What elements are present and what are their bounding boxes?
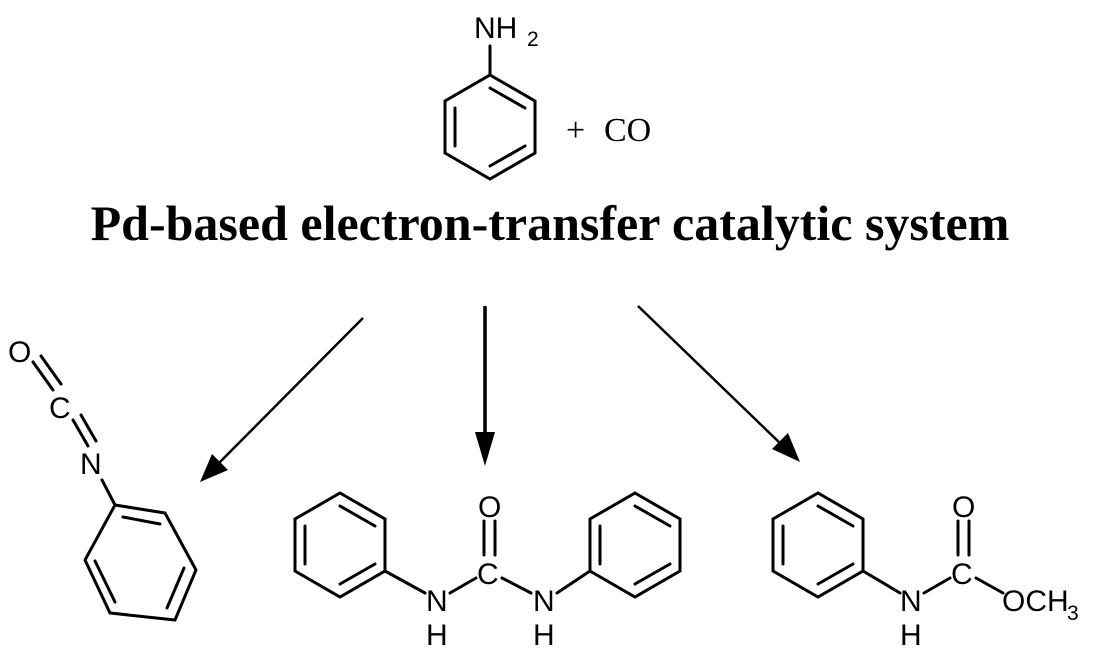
isocyanate-phenyl-ring — [83, 503, 198, 622]
urea-left-phenyl-ring — [293, 491, 387, 599]
urea-hydrogen-right-label: H — [533, 619, 555, 652]
catalytic-system-title: Pd-based electron-transfer catalytic sys… — [90, 195, 1010, 251]
urea-hydrogen-left-label: H — [426, 619, 448, 652]
carbamate-methoxy-subscript: 3 — [1067, 602, 1079, 625]
urea-carbon-label: C — [477, 558, 499, 591]
isocyanate-oxygen-label: O — [8, 336, 31, 369]
phenyl-isocyanate-structure: O C N — [8, 336, 198, 622]
isocyanate-carbon-label: C — [49, 392, 71, 425]
aniline-ring — [443, 73, 537, 181]
isocyanate-nitrogen-label: N — [80, 448, 102, 481]
urea-oxygen-label: O — [478, 491, 501, 524]
carbamate-hydrogen-label: H — [900, 619, 922, 652]
carbamate-carbon-label: C — [951, 558, 973, 591]
urea-nitrogen-left-label: N — [426, 585, 448, 618]
methyl-phenylcarbamate-structure: N H C O OCH 3 — [771, 491, 1079, 652]
arrow-to-urea — [475, 306, 495, 466]
carbon-monoxide-label: CO — [604, 112, 651, 149]
carbamate-nitrogen-label: N — [900, 585, 922, 618]
plus-sign: + — [566, 112, 585, 149]
carbamate-methoxy-label: OCH — [1002, 585, 1069, 618]
aniline-structure: NH 2 — [443, 12, 539, 181]
diphenylurea-structure: N H C O N H — [293, 491, 682, 652]
arrow-to-isocyanate — [200, 317, 364, 482]
aniline-amine-label: NH — [474, 12, 517, 45]
urea-right-phenyl-ring — [588, 491, 682, 599]
carbamate-phenyl-ring — [771, 491, 865, 599]
carbamate-oxygen-label: O — [952, 491, 975, 524]
urea-nitrogen-right-label: N — [533, 585, 555, 618]
aniline-amine-subscript: 2 — [527, 28, 539, 51]
arrow-to-carbamate — [637, 305, 800, 462]
